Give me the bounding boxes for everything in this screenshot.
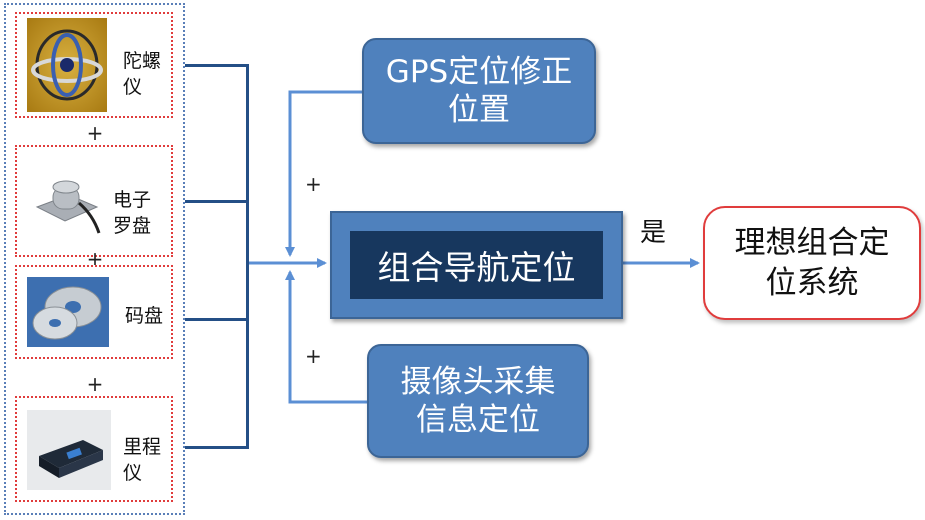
integrated-navigation-label: 组合导航定位 — [350, 231, 603, 299]
connector-compass — [185, 200, 249, 203]
plus-sign: + — [86, 372, 104, 396]
gyroscope-icon — [27, 18, 107, 112]
sensor-group-frame — [4, 3, 185, 515]
plus-sign-gps: + — [305, 172, 322, 196]
plus-sign: + — [86, 121, 104, 145]
arrow-gps-to-center — [285, 90, 366, 257]
sensor-box-compass: 电子 罗盘 — [15, 145, 173, 257]
sensor-box-encoder: 码盘 — [15, 265, 173, 359]
plus-sign-camera: + — [305, 344, 322, 368]
connector-gyroscope — [185, 64, 249, 67]
sensor-label-encoder: 码盘 — [125, 303, 169, 329]
compass-sensor-icon — [27, 159, 107, 241]
arrow-camera-to-center — [285, 270, 368, 404]
odometer-icon — [27, 410, 111, 490]
sensor-label-gyroscope: 陀螺 仪 — [123, 48, 167, 100]
camera-box-line2: 信息定位 — [416, 402, 540, 438]
result-box-line1: 理想组合定 — [734, 225, 890, 261]
sensor-box-gyroscope: 陀螺 仪 — [15, 12, 173, 118]
sensor-label-line2: 仪 — [123, 76, 143, 98]
result-box-line2: 位系统 — [765, 265, 859, 301]
connector-encoder — [185, 318, 249, 321]
gps-box-line1: GPS定位修正 — [385, 54, 573, 90]
sensor-label-line1: 里程 — [123, 436, 162, 458]
camera-positioning-box: 摄像头采集 信息定位 — [367, 344, 589, 458]
connector-bus — [246, 64, 249, 449]
integrated-navigation-box: 组合导航定位 — [330, 211, 623, 319]
sensor-box-odometer: 里程 仪 — [15, 396, 173, 502]
gps-box-line2: 位置 — [448, 92, 510, 128]
sensor-label-line2: 仪 — [123, 462, 143, 484]
sensor-label-line1: 陀螺 — [123, 50, 162, 72]
gps-correction-box: GPS定位修正 位置 — [362, 38, 596, 144]
sensor-label-line1: 电子 — [113, 189, 152, 211]
camera-box-line1: 摄像头采集 — [400, 364, 556, 400]
yes-label: 是 — [640, 218, 667, 248]
sensor-label-compass: 电子 罗盘 — [113, 187, 163, 239]
connector-odometer — [185, 446, 249, 449]
encoder-disc-icon — [27, 277, 109, 347]
ideal-system-box: 理想组合定 位系统 — [703, 206, 921, 320]
sensor-label-line1: 码盘 — [125, 305, 164, 327]
sensor-label-line2: 罗盘 — [113, 215, 152, 237]
sensor-label-odometer: 里程 仪 — [123, 434, 167, 486]
